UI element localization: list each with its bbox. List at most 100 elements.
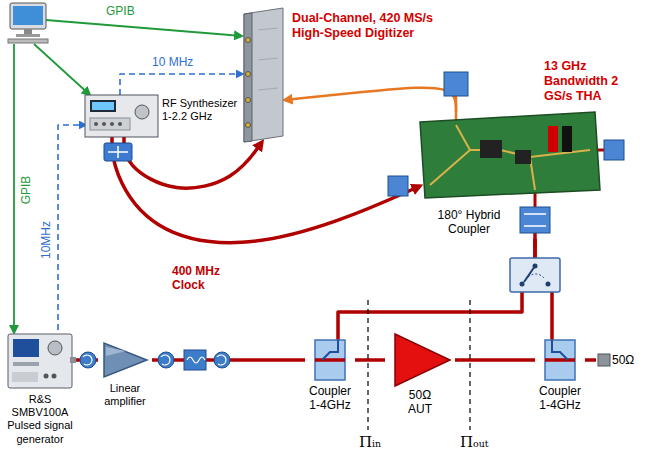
generator-output <box>70 357 76 363</box>
switch-contact <box>546 282 551 287</box>
board-stub <box>455 96 458 123</box>
amplifier-under-test: 50Ω AUT <box>385 330 455 419</box>
reference-plane <box>469 300 470 430</box>
node-label: Dual-Channel, 420 MS/s High-Speed Digiti… <box>292 11 464 41</box>
node-label: R&S SMBV100A Pulsed signal generator <box>4 393 76 446</box>
coupler-branch <box>322 340 338 360</box>
signal-generator-picture <box>8 334 76 388</box>
generator-keys <box>13 362 39 366</box>
data-cable <box>285 88 456 112</box>
label-block: Linear amplifier <box>98 382 152 408</box>
card-body <box>244 8 283 142</box>
rf-cable <box>455 358 535 362</box>
card-ridge <box>258 58 278 60</box>
card-connector <box>246 98 251 103</box>
coupler-picture <box>315 340 345 380</box>
label-block: R&S SMBV100A Pulsed signal generator <box>4 393 76 446</box>
balun <box>388 176 408 196</box>
label-block: 50Ω <box>612 353 648 367</box>
synth-key <box>118 122 122 126</box>
tha-board: 13 GHz Bandwidth 2 GS/s THA <box>420 112 600 198</box>
pcb-trace <box>430 125 590 190</box>
circulator <box>158 352 174 368</box>
coupler-body <box>545 340 575 380</box>
linear-amplifier: Linear amplifier <box>98 340 152 411</box>
coupler-body <box>315 340 345 380</box>
label-block: 13 GHz Bandwidth 2 GS/s THA <box>544 59 630 104</box>
node-label: Coupler 1-4GHz <box>535 384 585 413</box>
coupler-through <box>315 358 345 362</box>
balun <box>444 72 468 96</box>
signal-label: 10MHz <box>39 219 53 261</box>
gpib-wire <box>46 20 242 36</box>
switch-body <box>510 258 560 292</box>
synth-key <box>94 122 98 126</box>
card-connector <box>246 123 251 128</box>
generator-keys <box>12 372 38 382</box>
filter-body <box>184 350 206 370</box>
node-label: RF Synthesizer 1-2.2 GHz <box>162 97 242 123</box>
directional-coupler: Coupler 1-4GHz <box>305 340 355 415</box>
filter-symbol <box>184 350 206 370</box>
coupler-picture <box>545 340 575 380</box>
node-label: Coupler 1-4GHz <box>305 384 355 413</box>
chip <box>515 150 531 164</box>
switch-contact <box>520 282 525 287</box>
coupler-through <box>545 358 575 362</box>
node-label: 50Ω AUT <box>397 388 443 417</box>
card-ridge <box>258 88 278 90</box>
load-symbol <box>598 354 610 366</box>
generator-screen <box>13 339 39 357</box>
hybrid-stub <box>533 232 537 248</box>
label-block: 50Ω AUT <box>397 388 443 417</box>
power-terminal <box>562 126 572 152</box>
aut-triangle <box>395 334 450 386</box>
clock-cable <box>112 137 420 243</box>
card-connector <box>246 72 251 77</box>
monitor-stand <box>24 29 32 34</box>
reference-clock-line <box>58 125 85 330</box>
rf-switch <box>510 258 560 292</box>
generator-port <box>52 374 57 379</box>
board-stub <box>598 149 604 152</box>
circulator <box>80 352 96 368</box>
rf-cable <box>338 239 535 340</box>
circulator-body <box>80 352 96 368</box>
circulator-mark <box>217 355 226 365</box>
label-block: Coupler 1-4GHz <box>305 384 355 413</box>
synth-display-frame <box>90 100 116 112</box>
synth-key <box>110 122 114 126</box>
digitizer-card-picture <box>244 8 283 142</box>
monitor-frame <box>10 3 46 29</box>
bus-label: GPIB <box>104 4 137 18</box>
monitor-base <box>16 34 40 37</box>
computer-icon <box>8 3 48 43</box>
synth-display <box>92 102 114 110</box>
amplifier-highlight <box>106 347 126 356</box>
signal-label: 10 MHz <box>150 55 195 69</box>
chip <box>480 140 502 158</box>
coupler-branch <box>552 340 568 360</box>
amplifier-symbol <box>104 343 147 377</box>
rf-synthesizer: RF Synthesizer 1-2.2 GHz <box>85 95 158 137</box>
card-connector <box>246 38 251 43</box>
filter-mark <box>187 357 205 363</box>
splitter-mark <box>108 146 128 158</box>
rf-cable <box>355 358 385 362</box>
rf-cable <box>585 358 596 362</box>
digitizer-card: Dual-Channel, 420 MS/s High-Speed Digiti… <box>242 8 285 142</box>
card-ridge <box>258 28 278 30</box>
monitor-screen <box>13 6 43 25</box>
node-label: 180° Hybrid Coupler <box>422 208 516 237</box>
card-panel <box>244 13 252 142</box>
reference-plane-label: Πᵢₙ <box>357 433 384 451</box>
switch-throw <box>528 274 545 279</box>
signal-label: 400 MHz Clock <box>170 264 236 293</box>
circulator-body <box>214 352 230 368</box>
amplifier-triangle <box>104 343 147 377</box>
label-block: RF Synthesizer 1-2.2 GHz <box>162 97 242 123</box>
hybrid-coupler: 180° Hybrid Coupler <box>420 205 560 239</box>
generator-port <box>44 374 49 379</box>
generator-knob <box>48 341 62 355</box>
